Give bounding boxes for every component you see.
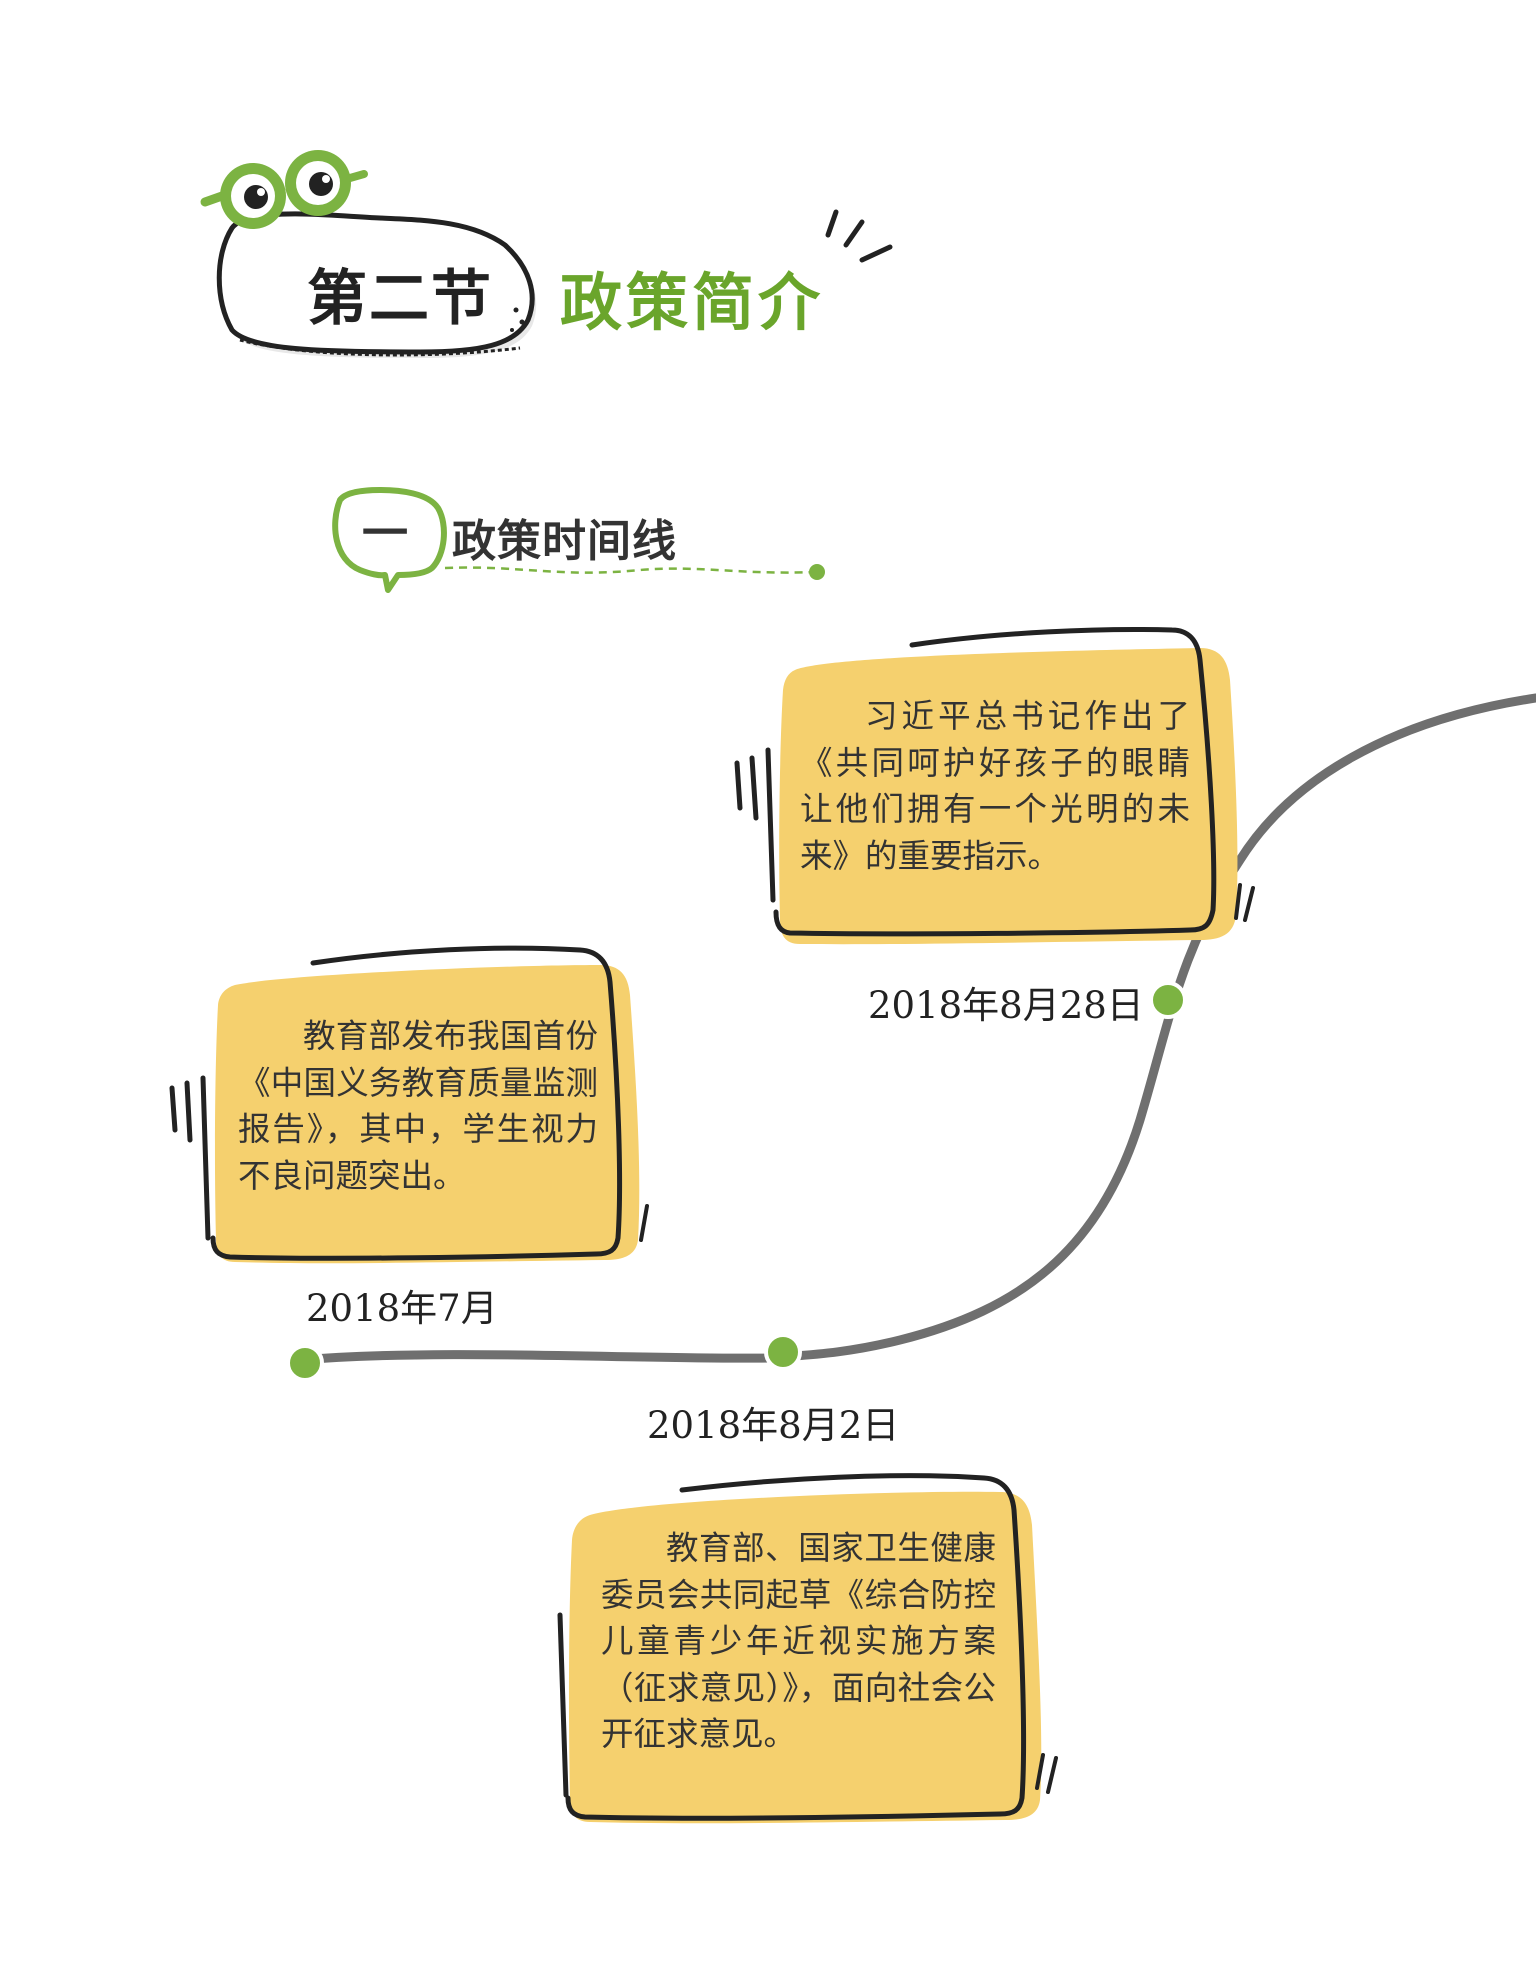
timeline-node [1149,981,1187,1019]
event-box-3 [557,1473,1058,1824]
subsection-underline [444,566,816,574]
event-3-date: 2018年8月2日 [647,1404,900,1447]
event-box-1 [734,627,1255,945]
subsection-number: 一 [362,506,408,560]
subsection-title: 政策时间线 [452,516,677,567]
event-1-date: 2018年8月28日 [868,984,1144,1027]
event-2-date: 2018年7月 [306,1287,498,1330]
event-box-2 [169,945,649,1264]
title-spark-icon [825,209,893,263]
timeline-path [295,693,1536,1365]
subsection-bubble [332,487,447,593]
event-1-text: 习近平总书记作出了《共同呵护好孩子的眼睛 让他们拥有一个光明的未来》的重要指示。 [800,697,1190,875]
section-badge [216,211,537,358]
timeline-node [286,1344,324,1382]
section-badge-label: 第二节 [307,264,493,334]
event-2-text: 教育部发布我国首份《中国义务教育质量监测报告》，其中，学生视力不良问题突出。 [238,1017,598,1195]
section-title: 政策简介 [560,266,825,339]
event-3-text: 教育部、国家卫生健康委员会共同起草《综合防控儿童青少年近视实施方案（征求意见）》… [601,1529,996,1753]
mascot-eyes-icon [200,150,368,229]
timeline-node [764,1333,802,1371]
